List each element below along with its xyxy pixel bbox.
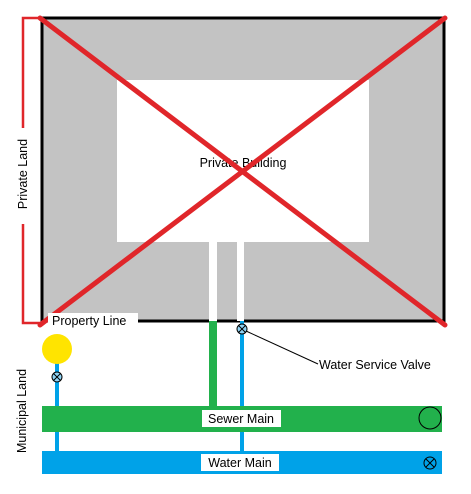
private-land-label-bg [14,128,32,224]
private-land-label: Private Land [16,139,30,209]
hydrant-lateral-line [55,360,59,451]
property-line-label-bg [48,313,138,329]
water-main-valve-icon [423,456,437,470]
private-building-label: Private Building [200,156,287,170]
property-line-label: Property Line [52,314,126,328]
water-service-valve-label: Water Service Valve [319,358,431,372]
hydrant-valve-icon [51,371,63,383]
hydrant-circle-icon [42,334,72,364]
water-service-line [240,321,244,451]
water-service-valve-icon [236,323,248,335]
sewer-manhole-icon [418,406,442,430]
water-main-label-bg [201,454,279,471]
water-main-label: Water Main [208,456,271,470]
sewer-service-line [209,321,217,407]
private-water-service-line [237,242,244,321]
private-sewer-service-line [209,242,217,321]
cross-out-line-b [37,15,448,328]
municipal-land-label: Municipal Land [15,369,29,453]
sewer-main-label: Sewer Main [208,412,274,426]
water-service-valve-leader [245,330,319,365]
sewer-main-label-bg [202,410,281,427]
